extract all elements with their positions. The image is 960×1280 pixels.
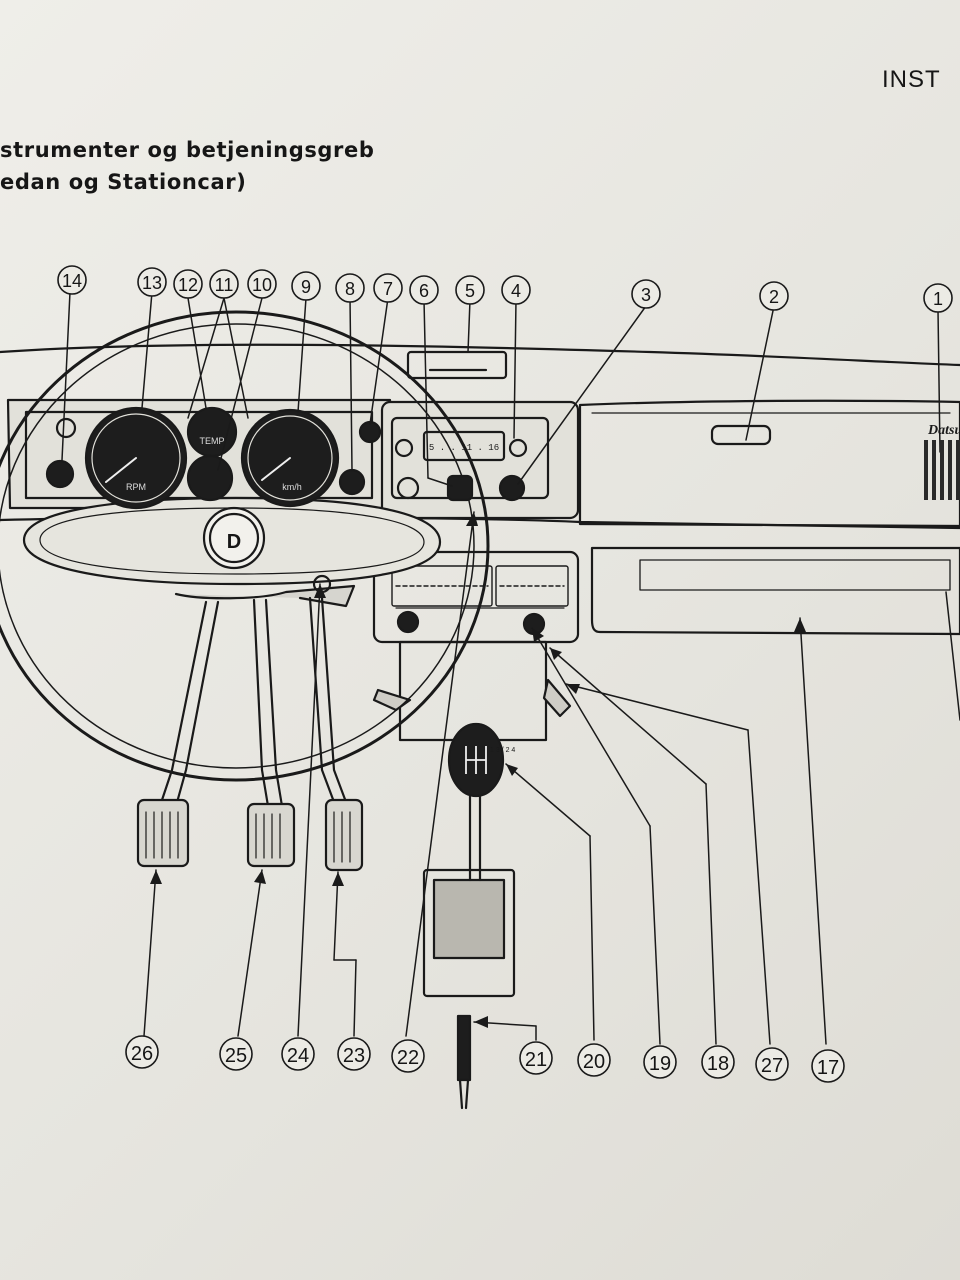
callout-20: 20 <box>583 1051 605 1073</box>
callout-25: 25 <box>225 1045 247 1067</box>
console-knob-left <box>394 438 414 458</box>
speedo-label: km/h <box>282 482 302 492</box>
warning-lamp-14 <box>45 459 75 489</box>
radio <box>422 430 506 462</box>
callout-2: 2 <box>769 287 779 307</box>
trim-stripes <box>924 440 960 500</box>
radio-dial: 5 . . 11 . 16 <box>429 443 499 453</box>
choke-knob <box>358 420 382 444</box>
callout-1: 1 <box>933 289 943 309</box>
callout-18: 18 <box>707 1053 729 1075</box>
shifter-boot <box>432 878 506 960</box>
top-callouts <box>57 265 953 313</box>
throttle-pedal-arm <box>308 596 336 804</box>
hazard-switch <box>338 468 366 496</box>
datsun-logo: Datsu <box>927 423 960 438</box>
brake-pedal <box>246 802 296 868</box>
callout-9: 9 <box>301 277 311 297</box>
dashboard-top-edge <box>0 343 960 367</box>
section-header: INST <box>882 66 941 93</box>
light-switch <box>498 474 526 502</box>
fuel-gauge <box>186 454 234 502</box>
wiper-switch <box>446 474 474 502</box>
horn-badge <box>202 506 266 570</box>
callout-10: 10 <box>252 275 272 295</box>
callout-12: 12 <box>178 275 198 295</box>
horn-badge-letter: D <box>227 531 241 553</box>
temp-label: TEMP <box>199 436 224 446</box>
callout-13: 13 <box>142 273 162 293</box>
callout-4: 4 <box>511 281 521 301</box>
callout-3: 3 <box>641 285 651 305</box>
page-title-line-2: edan og Stationcar) <box>0 170 247 194</box>
cigarette-lighter <box>396 476 420 500</box>
throttle-pedal <box>324 798 364 872</box>
glovebox-lid <box>578 399 960 528</box>
switch-lamp-top-left <box>55 417 77 439</box>
callout-23: 23 <box>343 1045 365 1067</box>
parcel-shelf <box>590 546 960 636</box>
heater-knob-left <box>396 610 420 634</box>
callout-27: 27 <box>761 1055 783 1077</box>
callout-7: 7 <box>383 279 393 299</box>
brake-pedal-arm <box>252 598 270 808</box>
callout-8: 8 <box>345 279 355 299</box>
callout-24: 24 <box>287 1045 309 1067</box>
glovebox-handle <box>710 424 772 446</box>
handbrake-handle <box>456 1014 472 1082</box>
clutch-pedal-arm <box>158 600 208 808</box>
steering-wheel <box>0 310 490 782</box>
callout-6: 6 <box>419 281 429 301</box>
steering-column <box>174 584 356 608</box>
tacho-label: RPM <box>126 482 146 492</box>
callout-17: 17 <box>817 1057 839 1079</box>
callout-26: 26 <box>131 1043 153 1065</box>
shift-pattern-label: 1 3 / 2 4 <box>490 747 515 754</box>
console-knob-right <box>508 438 528 458</box>
temp-gauge <box>186 406 238 458</box>
page-title-line-1: strumenter og betjeningsgreb <box>0 138 375 162</box>
callout-19: 19 <box>649 1053 671 1075</box>
callout-14: 14 <box>62 271 82 291</box>
callout-21: 21 <box>525 1049 547 1071</box>
defroster-vent <box>406 350 508 380</box>
bottom-callouts <box>125 1035 845 1083</box>
callout-5: 5 <box>465 281 475 301</box>
clutch-pedal <box>136 798 190 868</box>
callout-22: 22 <box>397 1047 419 1069</box>
callout-11: 11 <box>215 275 234 295</box>
